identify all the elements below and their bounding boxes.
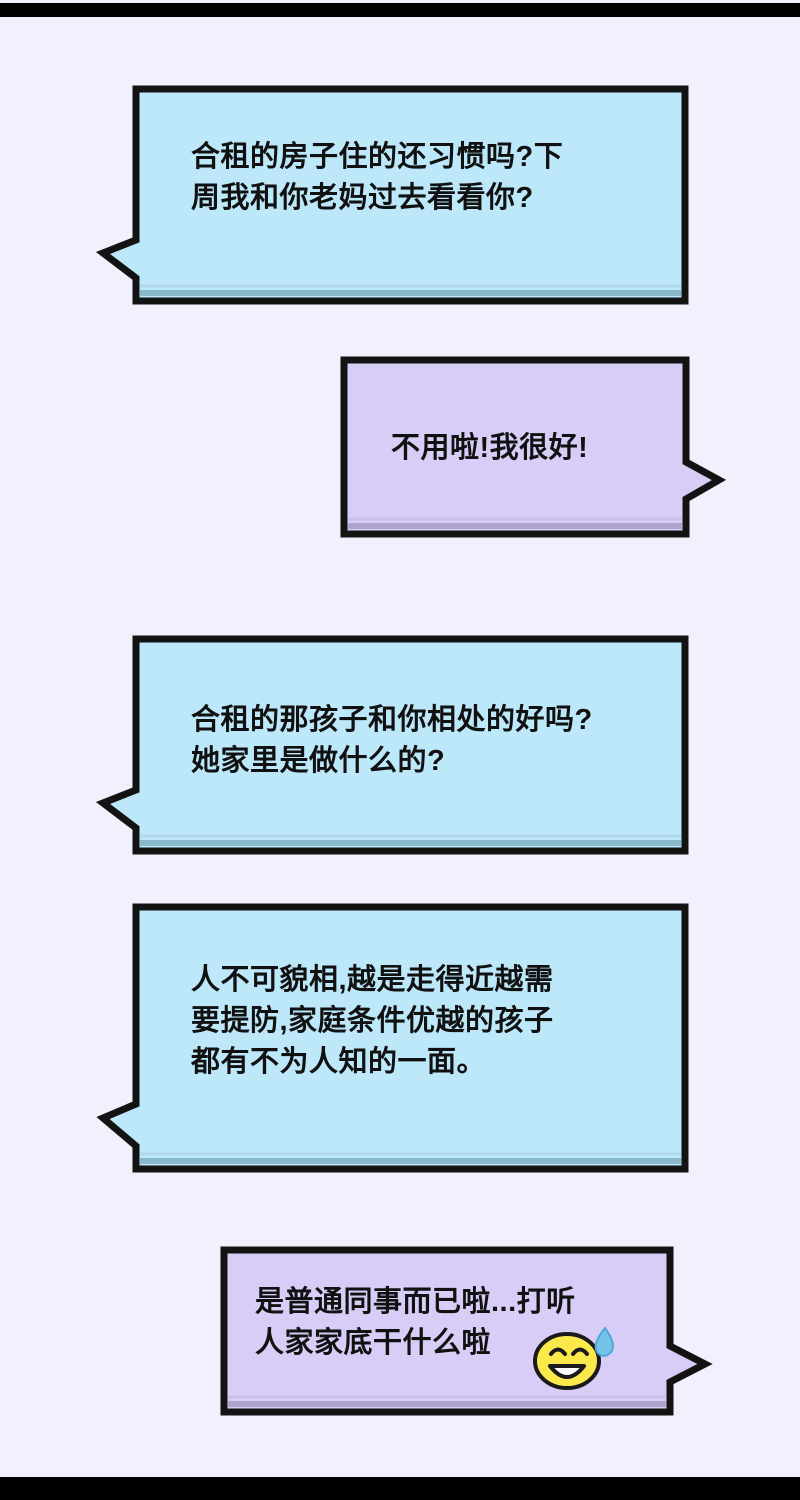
bubble-1-shape [95, 85, 689, 305]
bubble-5-shape [220, 1246, 713, 1416]
speech-bubble-3[interactable]: 合租的那孩子和你相处的好吗? 她家里是做什么的? [95, 630, 695, 860]
speech-bubble-2[interactable]: 不用啦!我很好! [335, 352, 727, 542]
bubble-3-shape [95, 635, 689, 855]
bubble-4-shape [96, 903, 689, 1173]
sweat-smile-emoji [531, 1318, 621, 1394]
panel-bottom-bar [0, 1477, 800, 1500]
speech-bubble-5[interactable]: 是普通同事而已啦...打听 人家家底干什么啦 [215, 1242, 725, 1422]
bubble-2-shape [340, 356, 727, 538]
panel-top-bar [0, 3, 800, 17]
speech-bubble-4[interactable]: 人不可貌相,越是走得近越需 要提防,家庭条件优越的孩子 都有不为人知的一面。 [95, 898, 695, 1178]
speech-bubble-1[interactable]: 合租的房子住的还习惯吗?下 周我和你老妈过去看看你? [95, 80, 695, 310]
